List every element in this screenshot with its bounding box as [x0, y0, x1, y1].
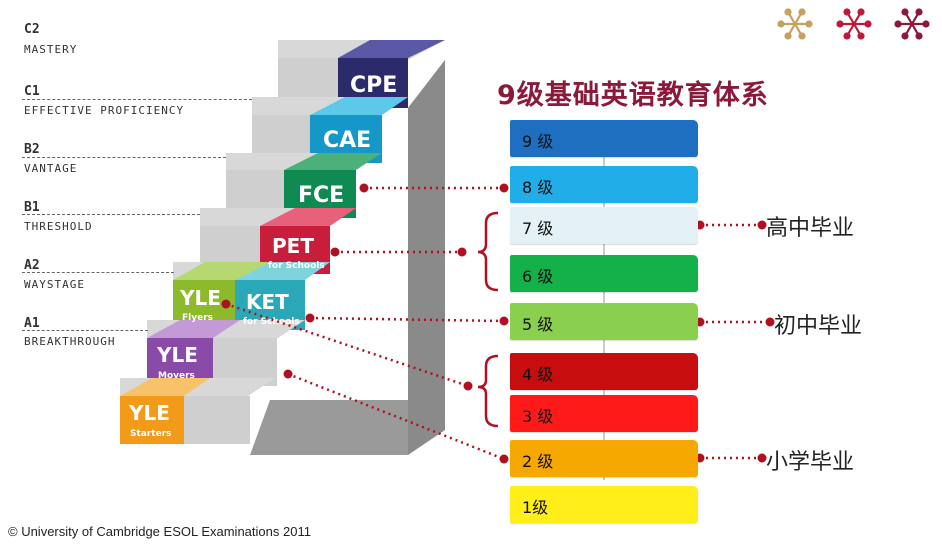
flyers-sub-label: Flyers	[182, 313, 213, 323]
milestone-primary: 小学毕业	[766, 450, 855, 475]
milestone-junior-high: 初中毕业	[774, 314, 863, 339]
stair-steps	[120, 40, 445, 444]
connectors	[225, 186, 770, 461]
yle-starters-label: YLE	[128, 401, 170, 425]
grade-bar-3: 3 级	[510, 395, 698, 432]
fce-label: FCE	[298, 183, 344, 208]
cpe-label: CPE	[350, 73, 397, 98]
grade-label: 5 级	[522, 315, 554, 334]
grade-bar-4: 4 级	[510, 353, 698, 390]
logo-snowflake-icon	[894, 8, 930, 40]
cefr-code: B2	[24, 142, 40, 157]
cefr-code: A2	[24, 258, 40, 273]
grade-label: 1级	[522, 498, 549, 517]
cefr-name: EFFECTIVE PROFICIENCY	[24, 104, 185, 117]
level-divider	[22, 214, 200, 215]
yle-movers-label: YLE	[156, 343, 198, 367]
grade-label: 2 级	[522, 452, 554, 471]
ket-label: KET	[246, 290, 289, 314]
grade-bar-8: 8 级	[510, 166, 698, 203]
yle-starters-block	[120, 396, 184, 444]
grade-bar-1: 1级	[510, 486, 698, 523]
grade-bar-7: 7 级	[510, 207, 698, 244]
bracket-grades-6-7	[477, 211, 499, 292]
ket-sub-label: for Schools	[243, 317, 300, 327]
grade-label: 9 级	[522, 132, 554, 151]
cefr-name: BREAKTHROUGH	[24, 335, 116, 348]
diagram-title: 9级基础英语教育体系	[497, 80, 769, 111]
cefr-code: A1	[24, 316, 40, 331]
yle-flyers-label: YLE	[179, 286, 221, 310]
grade-label: 4 级	[522, 365, 554, 384]
starters-sub-label: Starters	[130, 429, 172, 439]
logo-snowflake-icon	[777, 8, 813, 40]
cae-label: CAE	[323, 128, 371, 153]
grade-bar-2: 2 级	[510, 440, 698, 477]
cefr-code: C2	[24, 22, 40, 37]
staircase-side-shade	[408, 60, 445, 455]
pet-label: PET	[272, 234, 314, 258]
grade-bar-9: 9 级	[510, 120, 698, 157]
grade-bar-6: 6 级	[510, 255, 698, 292]
grade-label: 3 级	[522, 407, 554, 426]
level-divider	[22, 99, 252, 100]
level-divider	[22, 272, 174, 273]
milestone-high-school: 高中毕业	[766, 216, 855, 241]
cefr-name: VANTAGE	[24, 162, 78, 175]
grade-label: 6 级	[522, 267, 554, 286]
level-divider	[22, 330, 148, 331]
pet-sub-label: for Schools	[268, 261, 325, 271]
staircase: CPE CAE FCE PET for Schools KET for Scho…	[120, 40, 445, 455]
flyers-to-grade34-connector	[225, 302, 469, 388]
cefr-name: THRESHOLD	[24, 220, 93, 233]
ket-to-grade5-connector	[309, 316, 505, 323]
bracket-grades-3-4	[477, 354, 499, 428]
movers-to-grade2-connector	[287, 372, 505, 461]
cefr-name: WAYSTAGE	[24, 278, 85, 291]
grade-label: 7 级	[522, 219, 554, 238]
level-divider	[22, 157, 226, 158]
copyright-notice: © University of Cambridge ESOL Examinati…	[8, 524, 311, 539]
movers-sub-label: Movers	[158, 371, 195, 381]
logo-snowflake-icon	[836, 8, 872, 40]
cefr-name: MASTERY	[24, 43, 78, 56]
cefr-code: C1	[24, 84, 40, 99]
grade-bar-5: 5 级	[510, 303, 698, 340]
grade-label: 8 级	[522, 178, 554, 197]
cefr-code: B1	[24, 200, 40, 215]
